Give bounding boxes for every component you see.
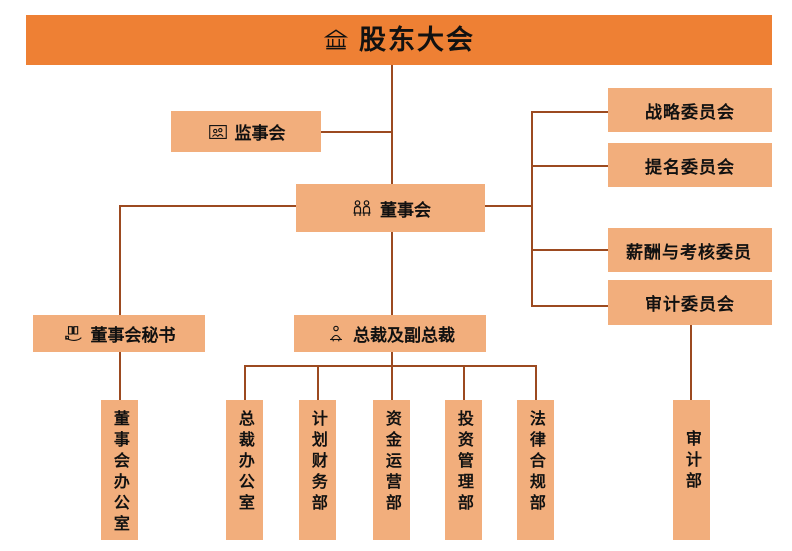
node-planning-and-finance-department[interactable]: 计划财务部 [299, 400, 336, 540]
connector-bus-to-fund-operation [391, 365, 393, 400]
node-label: 董事会办公室 [110, 410, 130, 536]
open-book-on-hand-icon [63, 323, 85, 345]
node-president-office[interactable]: 总裁办公室 [226, 400, 263, 540]
node-audit-department[interactable]: 审计部 [673, 400, 710, 540]
node-label: 总裁及副总裁 [353, 326, 455, 346]
node-label: 审计委员会 [645, 295, 735, 315]
node-shareholders-meeting[interactable]: 股东大会 [26, 15, 772, 65]
node-legal-and-compliance-department[interactable]: 法律合规部 [517, 400, 554, 540]
connector-supervisors-drop [391, 131, 393, 133]
connector-board-to-secretary-vertical [119, 205, 121, 315]
department-bus-line [244, 365, 536, 367]
connector-board-to-committee-trunk [485, 205, 533, 207]
node-label: 计划财务部 [308, 410, 328, 515]
node-label: 投资管理部 [454, 410, 474, 515]
node-label: 股东大会 [359, 24, 475, 56]
connector-audit-committee-to-audit-department [690, 325, 692, 400]
group-photo-icon [207, 121, 229, 143]
node-label: 资金运营部 [382, 410, 402, 515]
node-board-of-directors[interactable]: 董事会 [296, 184, 485, 232]
node-president-and-vice-presidents[interactable]: 总裁及副总裁 [294, 315, 486, 352]
node-label: 董事会 [380, 200, 431, 221]
connector-board-to-president [391, 232, 393, 315]
node-label: 提名委员会 [645, 157, 735, 178]
node-board-secretary[interactable]: 董事会秘书 [33, 315, 205, 352]
node-audit-committee[interactable]: 审计委员会 [608, 280, 772, 325]
bank-building-icon [323, 27, 349, 53]
connector-bus-to-investment-management [463, 365, 465, 400]
connector-secretary-to-board-office [119, 352, 121, 400]
node-investment-management-department[interactable]: 投资管理部 [445, 400, 482, 540]
node-strategy-committee[interactable]: 战略委员会 [608, 88, 772, 132]
connector-board-to-secretary-horizontal [119, 205, 297, 207]
node-label: 监事会 [234, 124, 286, 144]
node-remuneration-and-appraisal-committee[interactable]: 薪酬与考核委员 [608, 228, 772, 272]
committee-trunk-line [531, 111, 533, 307]
node-board-office[interactable]: 董事会办公室 [101, 400, 138, 540]
connector-trunk-to-remuneration-committee [531, 249, 609, 251]
node-label: 审计部 [682, 430, 702, 493]
node-label: 董事会秘书 [90, 326, 176, 346]
node-label: 战略委员会 [645, 102, 735, 123]
node-fund-operation-department[interactable]: 资金运营部 [373, 400, 410, 540]
two-people-seated-icon [350, 196, 374, 220]
connector-bus-to-president-office [244, 365, 246, 400]
connector-trunk-to-audit-committee [531, 305, 609, 307]
person-at-podium-icon [325, 323, 347, 345]
connector-supervisors-to-trunk [321, 131, 392, 133]
connector-trunk-to-nomination-committee [531, 165, 609, 167]
connector-bus-to-legal-compliance [535, 365, 537, 400]
node-label: 总裁办公室 [235, 410, 255, 515]
connector-trunk-to-strategy-committee [531, 111, 609, 113]
node-board-of-supervisors[interactable]: 监事会 [171, 111, 321, 152]
connector-president-to-bus [391, 352, 393, 366]
connector-bus-to-planning-finance [317, 365, 319, 400]
node-label: 薪酬与考核委员 [626, 242, 752, 263]
connector-banner-to-board [391, 65, 393, 205]
node-nomination-committee[interactable]: 提名委员会 [608, 143, 772, 187]
node-label: 法律合规部 [526, 410, 546, 515]
